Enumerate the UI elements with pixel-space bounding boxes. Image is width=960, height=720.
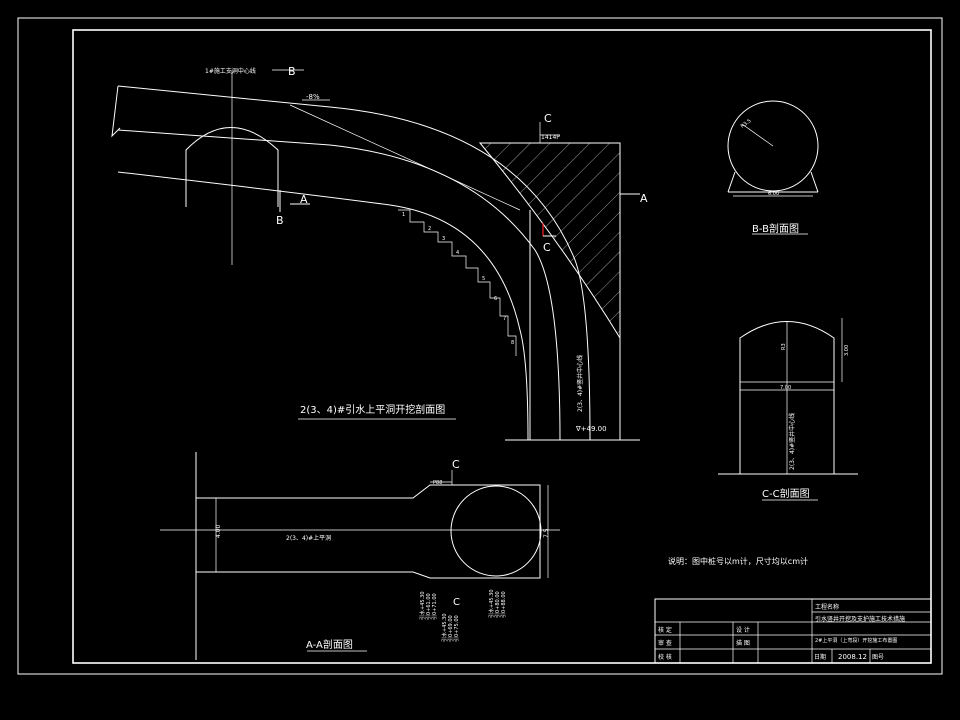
elev-mid-3: 引0+75.00 <box>453 615 460 642</box>
elev-mid-2: 引0+69.00 <box>447 615 454 642</box>
elev-right-1: 引水+45.30 <box>488 589 495 618</box>
shaft-circle-plan <box>450 485 542 577</box>
b-label-bottom: B <box>276 214 284 227</box>
tunnel-axis-curve <box>117 129 561 441</box>
elev-right-3: 引0+88.00 <box>500 591 507 618</box>
step-3: 3 <box>442 236 445 242</box>
elev-left-3: 引0+71.00 <box>431 593 438 620</box>
note: 说明：图中桩号以m计，尺寸均以cm计 <box>668 556 808 566</box>
bench-steps <box>398 209 517 356</box>
cc-section <box>718 318 858 501</box>
tb-row3-left: 校 核 <box>658 653 672 661</box>
a-label-left: A <box>300 193 308 206</box>
tb-drawing-title: 2#上平洞（上弯段）开挖施工布置图 <box>815 637 897 644</box>
cc-height-label: 3.00 <box>844 345 850 356</box>
tb-row1-left: 核 定 <box>658 626 672 634</box>
tb-project-name: 引水竖井开挖及支护施工技术措施 <box>815 615 905 623</box>
c-label-plan: C <box>452 458 460 471</box>
bb-section <box>727 100 819 235</box>
step-8: 8 <box>511 340 514 346</box>
a-label-right: A <box>640 192 648 205</box>
aa-title: A-A剖面图 <box>306 638 353 651</box>
bb-radius-line <box>741 123 774 147</box>
step-labels: 1 2 3 4 5 6 7 8 <box>402 212 514 346</box>
adit-centerline-label: 1#施工支洞中心线 <box>205 67 256 75</box>
title-block <box>654 598 932 664</box>
plan-outline <box>196 484 541 579</box>
elev-left-group: 引水+45.30 引0+61.00 引0+71.00 <box>419 591 438 620</box>
bb-radius-label: R3.5 <box>740 118 753 129</box>
slope-label: -8% <box>306 93 320 101</box>
plan-dim-right-label: 7.5 <box>543 528 550 538</box>
aa-plan <box>160 452 560 660</box>
cc-axis-label: 2(3、4)#竖井中心线 <box>788 413 796 470</box>
tb-project-label: 工程名称 <box>815 603 839 611</box>
c-label-mid: C <box>543 241 551 254</box>
elev-mid-group: 引水+45.30 引0+69.00 引0+75.00 <box>441 613 460 642</box>
tb-frame <box>654 598 932 664</box>
step-7: 7 <box>503 316 506 322</box>
plan-tunnel-label: 2(3、4)#上平洞 <box>286 534 331 542</box>
plan-dim-left-label: 4.00 <box>215 524 222 538</box>
outer-frame <box>17 17 943 675</box>
main-title: 2(3、4)#引水上平洞开挖剖面图 <box>300 403 445 416</box>
tunnel-invert-curve <box>117 171 529 441</box>
main-section <box>111 69 640 441</box>
cc-title: C-C剖面图 <box>762 487 810 500</box>
c-label-plan-low: C <box>453 597 460 608</box>
shaft-elev-label: ∇+49.00 <box>575 425 607 433</box>
elev-right-group: 引水+45.30 引0+80.00 引0+88.00 <box>488 589 507 618</box>
elev-right-2: 引0+80.00 <box>494 591 501 618</box>
guide-line <box>289 104 521 211</box>
step-2: 2 <box>428 226 431 232</box>
dim-top-label: 1414P <box>541 134 560 141</box>
tb-date: 2008.12 <box>838 653 867 661</box>
cc-radius-label: R3 <box>781 343 787 350</box>
tb-sheet-label: 图号 <box>872 654 884 661</box>
step-4: 4 <box>456 250 459 256</box>
elev-left-2: 引0+61.00 <box>425 593 432 620</box>
adit-profile <box>185 127 279 207</box>
cc-profile <box>739 321 835 474</box>
tb-row2-left: 审 查 <box>658 639 672 647</box>
tunnel-crown-curve <box>117 85 591 441</box>
step-5: 5 <box>482 276 485 282</box>
c-label-top: C <box>544 112 552 125</box>
bb-wall-right <box>810 171 819 193</box>
tb-row1-mid: 设 计 <box>736 626 750 634</box>
bb-width-label: 6.00 <box>768 191 779 197</box>
plan-dim-top-label: P88 <box>433 480 442 486</box>
tb-row2-mid: 描 图 <box>736 639 750 647</box>
bb-wall-left <box>727 171 736 193</box>
step-1: 1 <box>402 212 405 218</box>
bb-title: B-B剖面图 <box>752 222 799 235</box>
break-mark <box>111 85 121 138</box>
elev-left-1: 引水+45.30 <box>419 591 426 620</box>
bb-circle <box>727 100 819 192</box>
tb-date-label: 日期 <box>814 653 826 661</box>
step-6: 6 <box>494 296 497 302</box>
rock-hatch <box>478 142 621 340</box>
b-label-top: B <box>288 65 296 78</box>
elev-mid-1: 引水+45.30 <box>441 613 448 642</box>
cc-width-label: 7.00 <box>780 385 791 391</box>
shaft-axis-label: 2(3、4)#竖井中心线 <box>576 355 584 412</box>
inner-frame <box>72 29 932 664</box>
